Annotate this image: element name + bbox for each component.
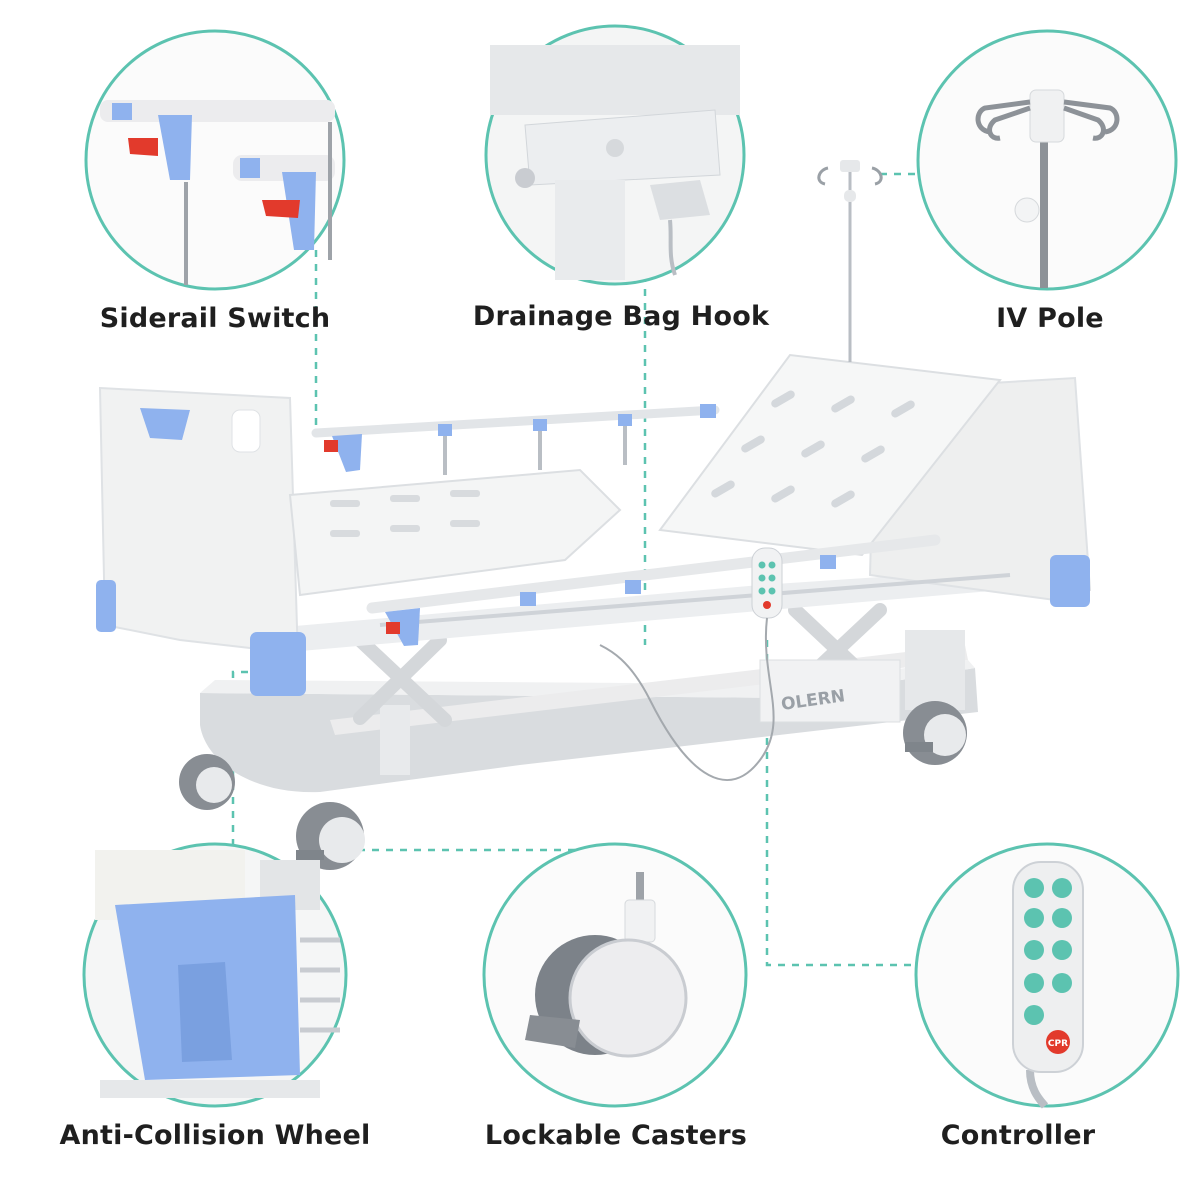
connector-anti-collision — [231, 670, 248, 858]
detail-lockable-casters — [482, 842, 748, 1108]
detail-iv-pole — [916, 29, 1178, 291]
label-lockable-casters: Lockable Casters — [484, 1120, 748, 1151]
detail-controller: CPR — [914, 842, 1180, 1109]
leg-rest — [288, 468, 622, 597]
bed-controller — [599, 547, 783, 781]
cpr-button-label: CPR — [1048, 1039, 1068, 1049]
label-anti-collision-wheel: Anti-Collision Wheel — [59, 1120, 371, 1151]
back-rest — [658, 353, 1002, 557]
wheel-rear-left — [179, 754, 235, 810]
leg-rest-slots — [330, 490, 480, 537]
connector-lines — [231, 172, 918, 967]
wheel-rear-right — [903, 701, 967, 765]
footboard-corner-bl — [1050, 555, 1090, 607]
bed-wheels — [179, 701, 967, 870]
hospital-bed: OLERN — [96, 160, 1092, 870]
iv-pole — [817, 160, 883, 362]
label-drainage-bag-hook: Drainage Bag Hook — [472, 301, 770, 332]
label-iv-pole: IV Pole — [996, 303, 1104, 334]
rear-siderail — [311, 404, 720, 475]
headboard-corner-bl — [96, 580, 116, 632]
detail-siderail-switch — [84, 29, 346, 291]
brand-beam — [759, 659, 901, 723]
headboard-slot — [231, 409, 261, 453]
headboard-handle-blue — [140, 408, 190, 440]
connector-controller — [765, 640, 912, 967]
cpr-button-icon — [1046, 1030, 1070, 1054]
front-siderail — [366, 534, 1011, 646]
label-controller: Controller — [940, 1120, 1096, 1151]
headboard-corner-br — [250, 632, 306, 696]
detail-anti-collision-wheel — [82, 842, 348, 1108]
headboard — [98, 386, 300, 662]
back-rest-slots — [711, 390, 915, 508]
base-post-right — [905, 630, 965, 710]
label-siderail-switch: Siderail Switch — [99, 303, 331, 334]
detail-drainage-bag-hook — [484, 24, 746, 286]
wheel-front-left — [296, 802, 365, 870]
base-post-left — [380, 705, 410, 775]
